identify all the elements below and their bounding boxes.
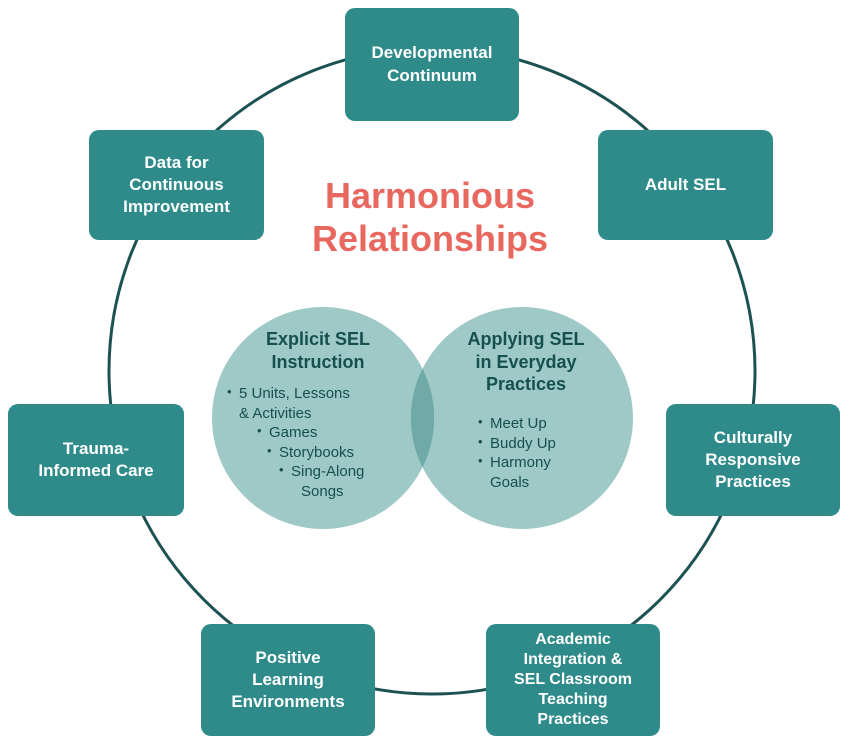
box-developmental-continuum: Developmental Continuum	[345, 8, 519, 121]
diagram-title: Harmonious Relationships	[245, 174, 615, 260]
box-trauma-informed-care: Trauma- Informed Care	[8, 404, 184, 516]
list-item: Buddy Up	[478, 434, 588, 454]
box-data-continuous-improvement: Data for Continuous Improvement	[89, 130, 264, 240]
list-item: Harmony Goals	[478, 453, 588, 492]
right-circle-heading: Applying SEL in Everyday Practices	[441, 328, 611, 396]
title-line-1: Harmonious	[324, 175, 536, 216]
box-line: Integration &	[523, 651, 623, 668]
heading-line: Applying SEL	[467, 329, 585, 349]
box-line: Positive	[255, 647, 321, 667]
list-item: Meet Up	[478, 414, 588, 434]
list-item: Games	[257, 423, 402, 443]
box-positive-learning-environments: Positive Learning Environments	[201, 624, 375, 736]
box-line: Learning	[252, 669, 324, 689]
box-line: Practices	[537, 711, 609, 728]
list-item-text: Goals	[490, 473, 530, 491]
list-item-text: Games	[269, 424, 318, 441]
box-line: Continuous	[129, 174, 224, 194]
list-item-text: Storybooks	[279, 443, 355, 461]
left-circle-heading: Explicit SEL Instruction	[233, 328, 403, 373]
box-line: Developmental	[371, 43, 493, 63]
heading-line: Practices	[485, 374, 567, 394]
box-culturally-responsive-practices: Culturally Responsive Practices	[666, 404, 840, 516]
box-line: Data for	[144, 152, 209, 172]
list-item: Sing-Along Songs	[279, 462, 402, 501]
list-item-text: Harmony	[490, 454, 551, 471]
heading-line: Instruction	[271, 351, 365, 372]
list-item-text: & Activities	[239, 404, 312, 422]
box-line: SEL Classroom	[514, 671, 632, 688]
box-line: Responsive	[705, 449, 801, 469]
box-line: Teaching	[538, 691, 608, 708]
box-line: Environments	[231, 692, 345, 712]
box-line: Adult SEL	[644, 174, 727, 194]
heading-line: Explicit SEL	[265, 329, 371, 349]
list-item-text: Buddy Up	[490, 434, 556, 452]
box-adult-sel: Adult SEL	[598, 130, 773, 240]
list-item-text: 5 Units, Lessons	[239, 385, 350, 402]
heading-line: in Everyday	[475, 351, 577, 372]
list-item: 5 Units, Lessons & Activities	[227, 384, 402, 423]
list-item: Storybooks	[267, 443, 402, 463]
box-academic-integration: Academic Integration & SEL Classroom Tea…	[486, 624, 660, 736]
box-line: Informed Care	[38, 461, 154, 480]
left-circle-list: 5 Units, Lessons & Activities Games Stor…	[227, 384, 402, 501]
list-item-text: Meet Up	[490, 415, 547, 432]
right-circle-list: Meet Up Buddy Up Harmony Goals	[478, 414, 588, 492]
box-line: Academic	[535, 631, 611, 648]
box-line: Continuum	[387, 65, 477, 85]
list-item-text: Sing-Along	[291, 463, 365, 480]
list-item-text: Songs	[301, 482, 344, 500]
box-line: Improvement	[123, 197, 230, 217]
box-line: Culturally	[713, 427, 793, 447]
venn-overlap	[410, 368, 435, 468]
box-line: Trauma-	[62, 438, 130, 458]
title-line-2: Relationships	[311, 218, 549, 260]
box-line: Practices	[715, 472, 791, 492]
